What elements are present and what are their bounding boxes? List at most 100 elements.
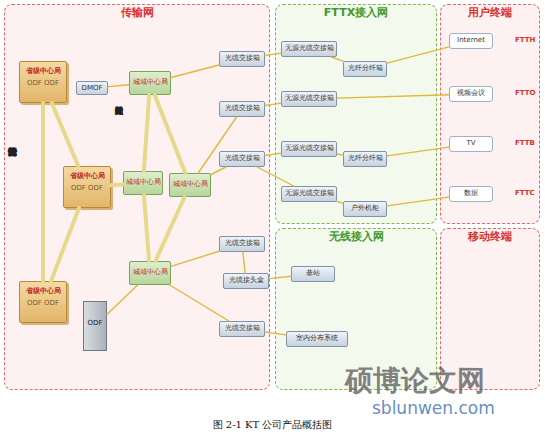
fiber-link: [171, 251, 219, 266]
watermark: 硕博论文网: [345, 362, 485, 400]
fiber-link: [269, 276, 291, 278]
node-title: 光缆交接箱: [220, 105, 264, 113]
node-title: 数据: [450, 190, 492, 198]
node-title: 光缆接头盒: [224, 277, 268, 285]
equipment-box: 无源光缆交接箱: [281, 186, 337, 202]
node-title: 城域中心局: [130, 79, 170, 87]
equipment-box: 基站: [291, 266, 335, 282]
fiber-ring: [51, 208, 79, 281]
equipment-box: 无源光缆交接箱: [281, 141, 337, 157]
fiber-link: [265, 103, 281, 105]
node-title: 基站: [292, 270, 334, 278]
node-title: 省级中心局: [20, 288, 66, 296]
fiber-link: [387, 47, 449, 63]
fiber-link: [337, 95, 449, 98]
fiber-link: [171, 65, 219, 78]
equipment-box: 光缆交接箱: [219, 101, 265, 117]
fiber-link: [198, 117, 236, 173]
fiber-ring: [155, 95, 186, 173]
equipment-box: 光缆交接箱: [219, 321, 265, 337]
equipment-box: 无源光缆交接箱: [281, 91, 337, 107]
fiber-ring: [144, 95, 149, 171]
equipment-box: 无源光缆交接箱: [281, 41, 337, 57]
fiber-link: [170, 285, 229, 321]
node-title: 城域中心局: [130, 269, 170, 277]
access-type-label: FTTO: [515, 89, 535, 97]
fiber-link: [108, 85, 129, 87]
access-type-label: FTTH: [515, 36, 535, 44]
fiber-ring: [41, 103, 45, 281]
metro-office: 城域中心局: [129, 71, 171, 95]
fiber-link: [331, 57, 343, 61]
node-title: 城域中心局: [124, 179, 162, 187]
odf-cabinet: ODF: [83, 301, 107, 351]
terminal-box: Internet: [449, 33, 493, 49]
watermark: sblunwen.com: [372, 398, 495, 418]
metro-office: 城域中心局: [169, 173, 211, 197]
node-title: 光缆交接箱: [220, 55, 264, 63]
node-title: 室内分布系统: [287, 335, 347, 343]
fiber-link: [243, 252, 245, 273]
equipment-box: 光纤分纤箱: [343, 61, 387, 77]
node-title: 城域中心局: [170, 181, 210, 189]
fiber-link: [265, 153, 281, 155]
equipment-box: 户外机柜: [343, 201, 387, 217]
central-office: 省级中心局 ODF ODF: [19, 281, 67, 323]
access-type-label: FTTC: [515, 189, 535, 197]
node-title: TV: [450, 140, 492, 148]
figure-caption: 图 2-1 KT 公司产品概括图: [0, 418, 545, 432]
node-title: 用户终端: [441, 5, 539, 19]
metro-office: 城域中心局: [129, 261, 171, 285]
node-title: 光纤分纤箱: [344, 155, 386, 163]
fiber-link: [387, 147, 449, 156]
equipment-box: 光缆交接箱: [219, 151, 265, 167]
metro-office: 城域中心局: [123, 171, 163, 195]
node-title: 光缆交接箱: [220, 325, 264, 333]
equipment-box: 光缆交接箱: [219, 236, 265, 252]
node-title: DMOF: [77, 85, 107, 93]
equipment-box: 光纤分纤箱: [343, 151, 387, 167]
node-title: 无源光缆交接箱: [282, 190, 336, 198]
node-title: 光纤分纤箱: [344, 65, 386, 73]
terminal-box: TV: [449, 136, 493, 152]
fiber-link: [265, 53, 281, 55]
central-office: 省级中心局 ODF ODF: [63, 166, 111, 208]
equipment-box: 光缆接头盒: [223, 273, 269, 289]
fiber-ring: [111, 182, 123, 187]
access-type-label: FTTB: [515, 139, 535, 147]
node-title: 省级中心局: [64, 173, 110, 181]
terminal-box: 视频会议: [449, 86, 493, 102]
node-title: 传输网: [5, 5, 269, 19]
node-title: 无源光缆交接箱: [282, 145, 336, 153]
node-subtitle: ODF ODF: [20, 80, 66, 88]
node-title: 户外机柜: [344, 205, 386, 213]
node-title: 光缆交接箱: [220, 240, 264, 248]
fiber-link: [337, 154, 343, 155]
fiber-link: [337, 202, 343, 204]
fiber-link: [257, 167, 293, 186]
node-title: ODF: [84, 320, 106, 328]
fiber-ring: [52, 103, 78, 166]
node-title: 省级中心局: [20, 68, 66, 76]
fiber-link: [265, 332, 286, 335]
fiber-link: [387, 197, 449, 206]
node-title: 光缆交接箱: [220, 155, 264, 163]
network-region: FTTX接入网无源光缆交接箱无源光缆交接箱无源光缆交接箱无源光缆交接箱光纤分纤箱…: [275, 4, 437, 224]
node-subtitle: ODF ODF: [20, 300, 66, 308]
network-region: 传输网省级中心局 ODF ODF 省级中心局 ODF ODF 省级中心局 ODF ODF D…: [4, 4, 270, 390]
node-title: 无源光缆交接箱: [282, 95, 336, 103]
terminal-box: 数据: [449, 186, 493, 202]
fiber-link: [211, 167, 226, 175]
equipment-box: DMOF: [76, 81, 108, 95]
node-title: 无线接入网: [276, 229, 436, 243]
node-title: 移动终端: [441, 229, 539, 243]
node-title: 视频会议: [450, 90, 492, 98]
node-title: FTTX接入网: [276, 5, 436, 19]
fiber-ring: [144, 195, 149, 261]
central-office: 省级中心局 ODF ODF: [19, 61, 67, 103]
node-subtitle: ODF ODF: [64, 185, 110, 193]
node-title: 无源光缆交接箱: [282, 45, 336, 53]
node-title: Internet: [450, 37, 492, 45]
fiber-link: [107, 285, 138, 314]
